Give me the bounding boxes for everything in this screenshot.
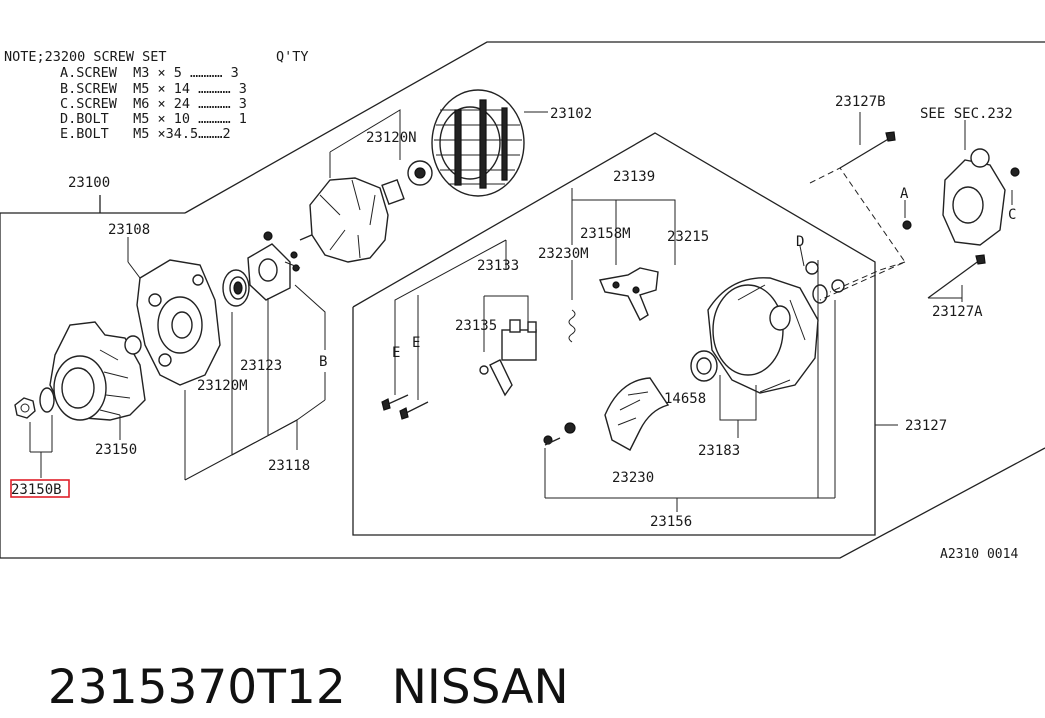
rotor-part — [299, 177, 405, 263]
retainer-plate-part — [247, 231, 291, 301]
label-23108: 23108 — [108, 222, 150, 238]
label-23120M: 23120M — [197, 378, 248, 394]
label-23139: 23139 — [613, 169, 655, 185]
dashed-guide — [809, 167, 906, 301]
label-23215: 23215 — [667, 229, 709, 245]
label-23158M: 23158M — [580, 226, 631, 242]
highlight-box-23150B — [10, 479, 70, 498]
pulley-fan-part — [49, 321, 146, 421]
note-item: E.BOLT M5 ×34.5………2 — [60, 126, 231, 142]
note-title: NOTE;23200 SCREW SET — [4, 49, 167, 65]
label-23230: 23230 — [612, 470, 654, 486]
caption: 2315370T12 NISSAN — [18, 598, 569, 715]
label-23127: 23127 — [905, 418, 947, 434]
rear-cover-part — [707, 277, 819, 394]
note-block: NOTE;23200 SCREW SET Q'TY A.SCREW M3 × 5… — [4, 49, 309, 142]
exploded-parts-diagram: NOTE;23200 SCREW SET Q'TY A.SCREW M3 × 5… — [0, 41, 1045, 562]
dashed-guide — [829, 261, 906, 293]
screw-e-part — [381, 394, 429, 420]
diagram-code: A2310 0014 — [940, 547, 1018, 562]
label-23150: 23150 — [95, 442, 137, 458]
label-23120N: 23120N — [366, 130, 417, 146]
label-14658: 14658 — [664, 391, 706, 407]
bolt-d-part — [805, 261, 845, 304]
outer-frame-bottom — [0, 447, 1045, 559]
label-23123: 23123 — [240, 358, 282, 374]
leaders-left — [29, 109, 548, 481]
label-23150B[interactable]: 23150B — [11, 482, 62, 498]
vacuum-pump-part — [902, 148, 1020, 246]
bearing-part — [222, 269, 250, 307]
front-bracket-part — [136, 259, 221, 386]
seal-part — [690, 350, 718, 382]
label-23156: 23156 — [650, 514, 692, 530]
label-23100: 23100 — [68, 175, 110, 191]
label-B-left: B — [319, 354, 327, 370]
spacer-ring-part — [124, 335, 142, 355]
leaders-right — [394, 112, 1013, 512]
label-C: C — [1008, 207, 1016, 223]
label-23127A: 23127A — [932, 304, 983, 320]
label-23118: 23118 — [268, 458, 310, 474]
label-see-sec-232: SEE SEC.232 — [920, 106, 1013, 122]
label-23133: 23133 — [477, 258, 519, 274]
screw-part — [284, 251, 301, 272]
note-item: A.SCREW M3 × 5 ………… 3 — [60, 65, 239, 81]
brand-name: NISSAN — [391, 660, 569, 715]
label-23127B: 23127B — [835, 94, 886, 110]
rectifier-part — [543, 377, 670, 451]
stator-part — [431, 89, 525, 197]
label-E-2: E — [412, 335, 420, 351]
note-item: C.SCREW M6 × 24 ………… 3 — [60, 96, 247, 112]
label-E-1: E — [392, 345, 400, 361]
label-23183: 23183 — [698, 443, 740, 459]
spring-part — [568, 260, 576, 343]
note-item: B.SCREW M5 × 14 ………… 3 — [60, 81, 247, 97]
through-bolt-part — [839, 131, 986, 299]
label-D: D — [796, 234, 804, 250]
label-23230M: 23230M — [538, 246, 589, 262]
label-A: A — [900, 186, 909, 202]
note-qty-header: Q'TY — [276, 49, 309, 65]
rear-bearing-part — [407, 160, 433, 186]
label-23135: 23135 — [455, 318, 497, 334]
nut-part — [14, 397, 36, 419]
inner-frame — [352, 132, 876, 536]
note-item: D.BOLT M5 × 10 ………… 1 — [60, 111, 247, 127]
outer-frame — [184, 41, 1045, 214]
washer-part — [39, 387, 55, 413]
brush-holder-part — [479, 319, 537, 397]
terminal-part — [599, 267, 659, 322]
part-number: 2315370T12 — [47, 660, 346, 715]
label-23102: 23102 — [550, 106, 592, 122]
